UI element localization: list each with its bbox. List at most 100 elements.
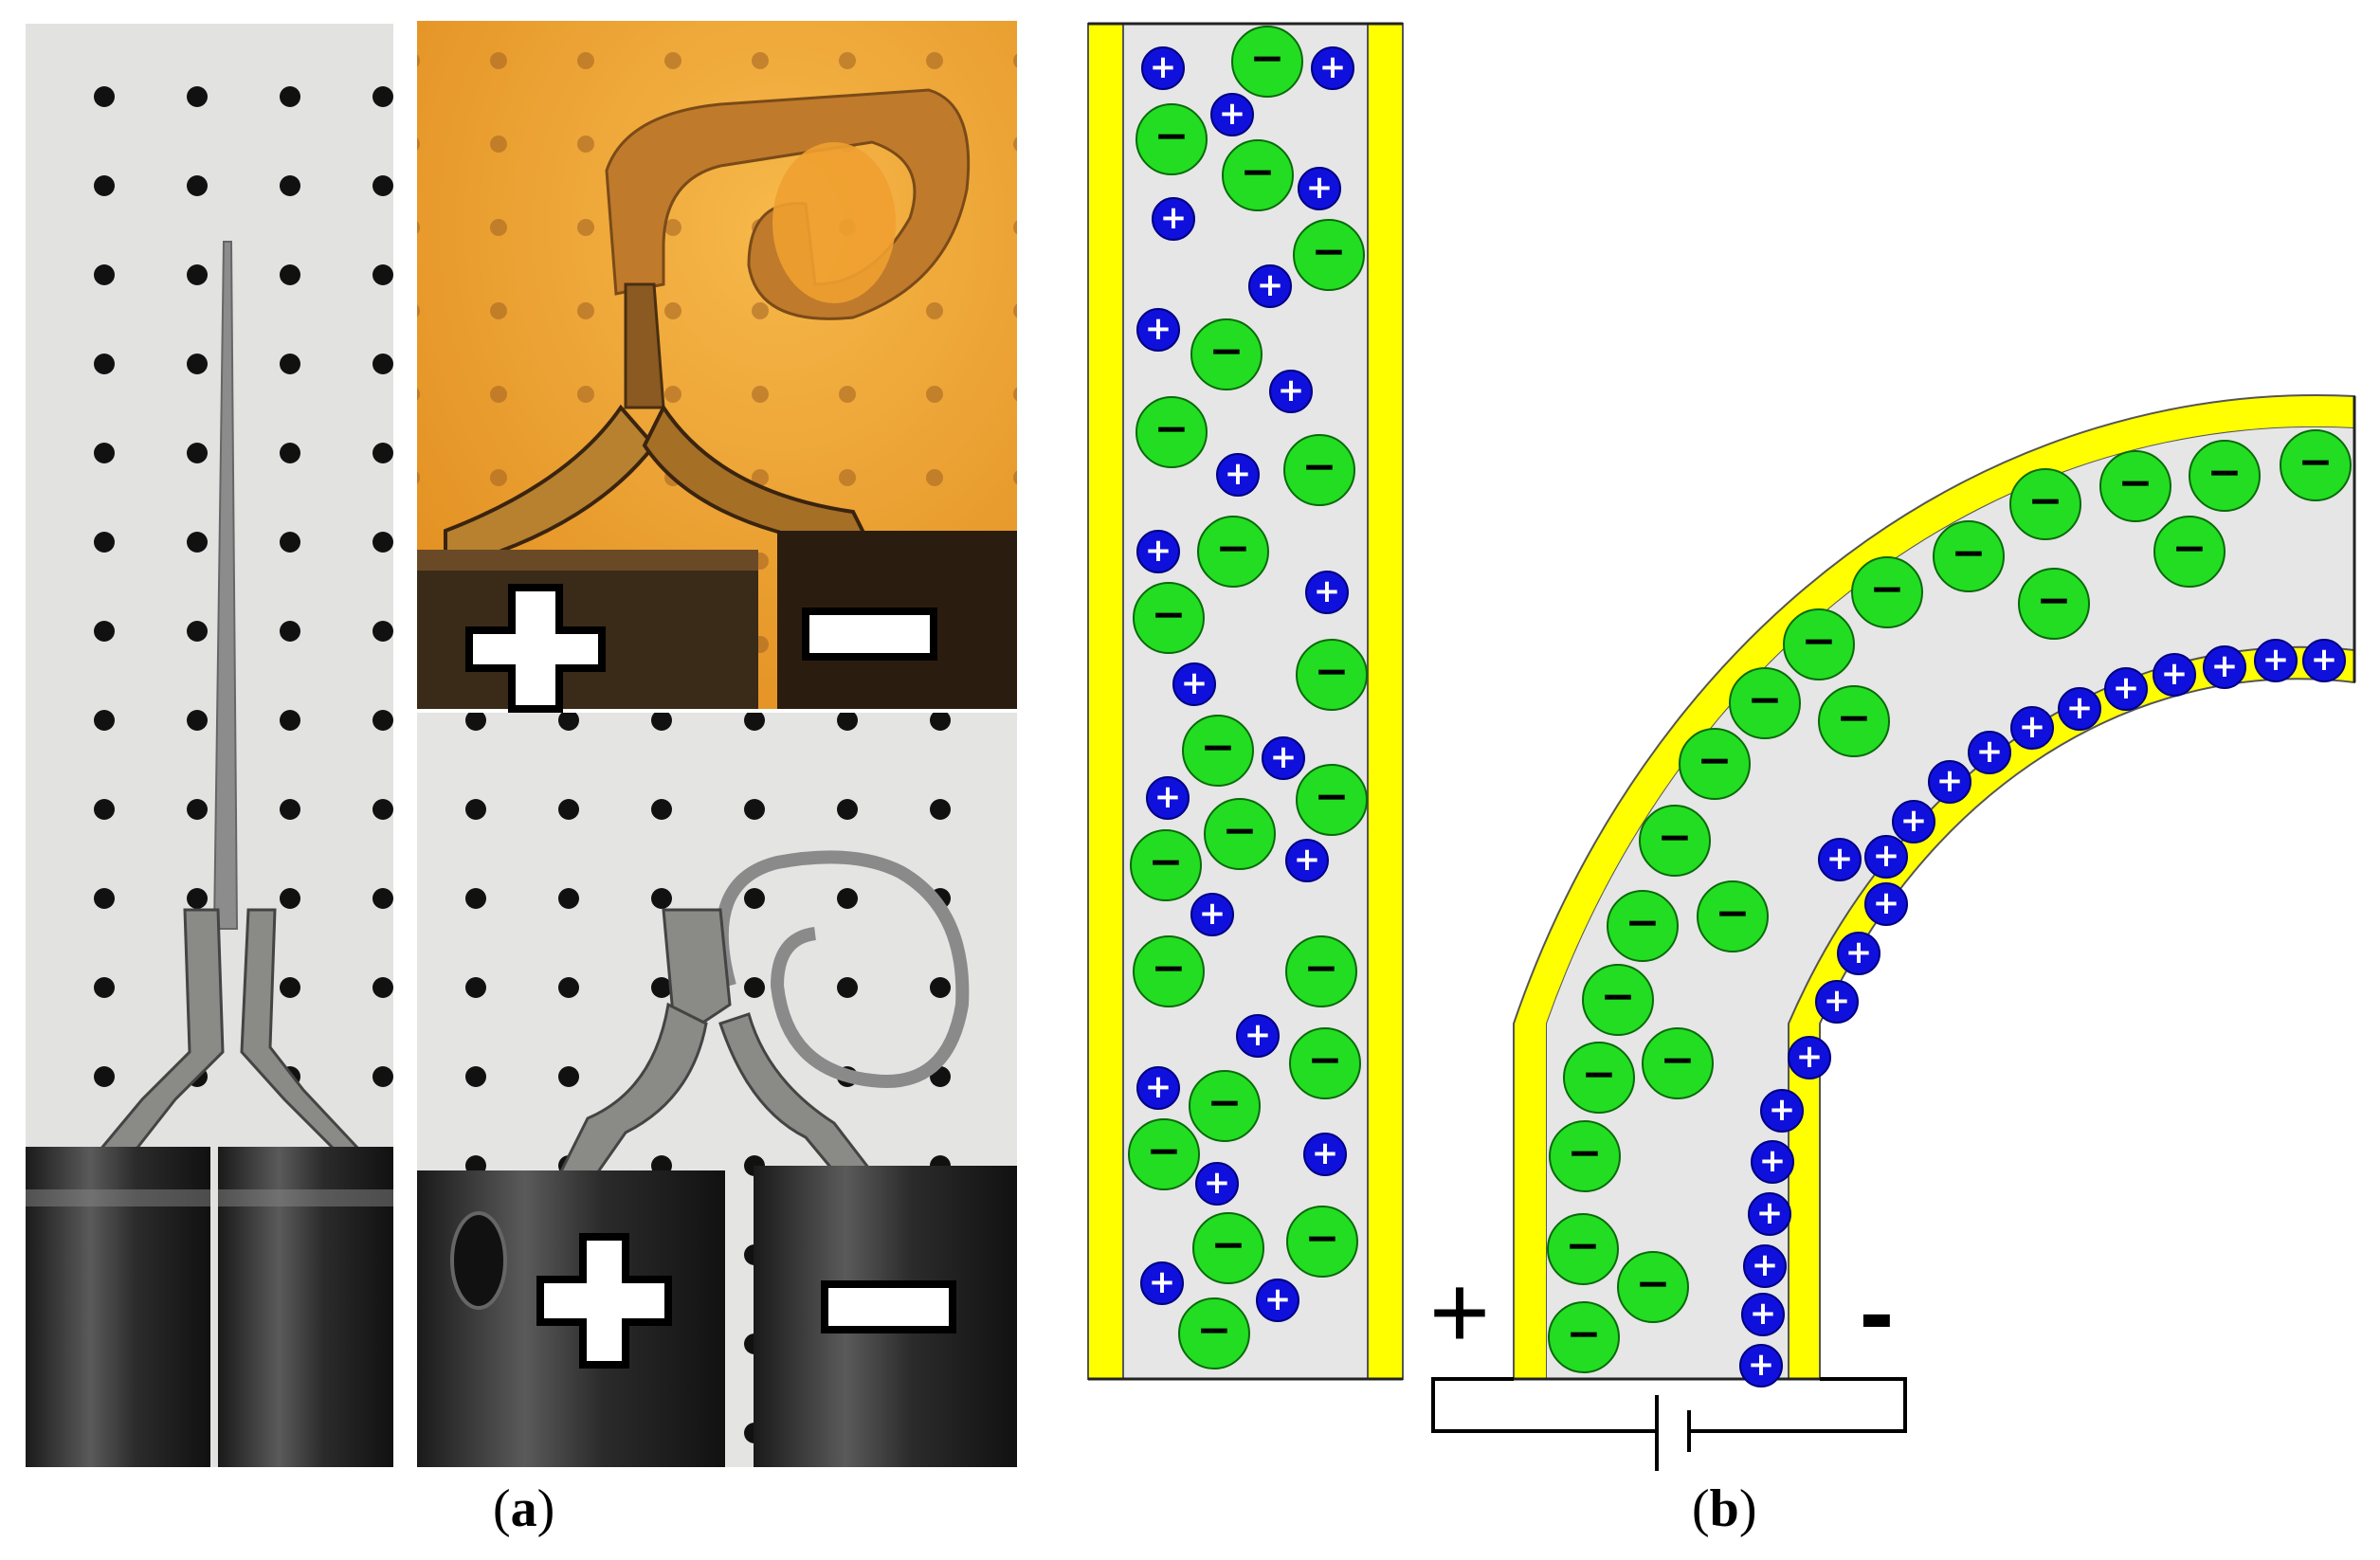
anion: − <box>1133 935 1205 1007</box>
photo-curled-actuator <box>417 713 1017 1467</box>
cation: + <box>1311 46 1354 90</box>
svg-text:−: − <box>1626 898 1661 947</box>
svg-text:+: + <box>1873 884 1900 922</box>
negative-terminal-label: - <box>1860 1254 1895 1370</box>
svg-text:−: − <box>1315 772 1350 821</box>
cation: + <box>1815 980 1859 1024</box>
anion: − <box>1549 1120 1621 1192</box>
anion: − <box>1607 890 1679 962</box>
svg-text:−: − <box>1154 112 1190 160</box>
svg-text:+: + <box>2211 647 2239 685</box>
svg-text:+: + <box>1150 48 1177 86</box>
cation: + <box>1136 308 1180 352</box>
svg-text:+: + <box>1314 572 1341 610</box>
cation: + <box>1864 835 1908 879</box>
svg-text:+: + <box>1826 840 1854 878</box>
cation: + <box>2302 639 2346 682</box>
anion: − <box>1729 667 1801 739</box>
anion: − <box>1135 396 1208 468</box>
cation: + <box>1210 93 1254 136</box>
svg-text:−: − <box>1308 1036 1343 1084</box>
anion: − <box>1190 318 1263 390</box>
svg-text:−: − <box>1601 972 1636 1021</box>
svg-text:−: − <box>1250 34 1285 82</box>
cation: + <box>2010 706 2054 750</box>
electrolyte-layer-curved <box>1547 426 2354 1379</box>
svg-text:−: − <box>1304 944 1339 992</box>
svg-text:+: + <box>2019 708 2046 746</box>
actuator-strip-curled-bottom <box>715 850 970 1088</box>
svg-text:−: − <box>1661 1036 1696 1084</box>
svg-text:+: + <box>1181 664 1208 702</box>
svg-text:−: − <box>1567 1310 1602 1358</box>
cation: + <box>1136 1066 1180 1110</box>
svg-text:−: − <box>1197 1306 1232 1354</box>
svg-text:+: + <box>1976 733 2004 771</box>
svg-text:+: + <box>1225 455 1252 493</box>
anion: − <box>1192 1212 1264 1284</box>
svg-text:−: − <box>1211 1221 1246 1269</box>
cation: + <box>1892 800 1935 843</box>
svg-text:−: − <box>1312 227 1347 276</box>
anion: − <box>1818 685 1890 757</box>
cation: + <box>1837 932 1880 975</box>
caption-a-letter: a <box>510 1479 537 1538</box>
minus-sign-top <box>802 608 937 661</box>
svg-text:+: + <box>1900 802 1928 840</box>
anion: − <box>2099 450 2171 522</box>
svg-text:−: − <box>2028 477 2063 525</box>
anion: − <box>1189 1070 1261 1142</box>
anion: − <box>1642 1027 1714 1099</box>
svg-text:+: + <box>1294 841 1321 879</box>
anion: − <box>1296 764 1368 836</box>
cation: + <box>1136 530 1180 573</box>
positive-terminal-label: + <box>1429 1254 1490 1370</box>
svg-text:−: − <box>2298 438 2334 486</box>
svg-text:−: − <box>1716 889 1751 937</box>
svg-text:+: + <box>1160 199 1188 237</box>
electrode-left-straight <box>1087 23 1124 1380</box>
cation: + <box>1141 46 1185 90</box>
svg-text:+: + <box>1756 1194 1784 1232</box>
minus-sign-bottom <box>821 1280 956 1333</box>
svg-text:−: − <box>1870 565 1905 613</box>
cation: + <box>2058 687 2101 731</box>
anion: − <box>1133 582 1205 654</box>
anion: − <box>1783 608 1855 680</box>
anion: − <box>1178 1297 1250 1370</box>
anion: − <box>1548 1301 1620 1373</box>
anion: − <box>1283 434 1355 506</box>
svg-text:+: + <box>2066 689 2094 727</box>
anion: − <box>1128 1118 1200 1190</box>
svg-text:+: + <box>1936 762 1964 800</box>
caption-a: (a) <box>493 1479 555 1538</box>
svg-text:+: + <box>1145 1068 1172 1106</box>
anion: − <box>1639 805 1711 877</box>
svg-text:+: + <box>1278 372 1305 409</box>
svg-text:+: + <box>1750 1295 1777 1333</box>
cation: + <box>1152 197 1195 241</box>
cation: + <box>1743 1244 1787 1288</box>
svg-text:+: + <box>1319 48 1347 86</box>
battery-circuit <box>1431 1377 1907 1471</box>
svg-text:−: − <box>1952 529 1987 577</box>
svg-text:+: + <box>1845 934 1873 971</box>
svg-text:+: + <box>1306 169 1334 207</box>
cation: + <box>1256 1279 1299 1322</box>
svg-text:−: − <box>2172 524 2207 572</box>
cation: + <box>2104 667 2148 711</box>
anion: − <box>1204 798 1276 870</box>
svg-text:+: + <box>1204 1164 1231 1202</box>
svg-text:−: − <box>1802 617 1837 665</box>
svg-text:−: − <box>1748 676 1783 724</box>
svg-text:+: + <box>1199 895 1226 933</box>
svg-text:+: + <box>1873 837 1900 875</box>
anion: − <box>1286 1206 1358 1278</box>
straight-actuator-diagram: −+++−−++−++−+−+−−++−+−−++−−−++−−+−−+−++−… <box>1087 22 1404 1381</box>
svg-text:−: − <box>1152 590 1187 639</box>
anion: − <box>1289 1027 1361 1099</box>
cation: + <box>1172 662 1216 706</box>
anion: − <box>2280 429 2352 501</box>
svg-text:−: − <box>1698 736 1733 785</box>
